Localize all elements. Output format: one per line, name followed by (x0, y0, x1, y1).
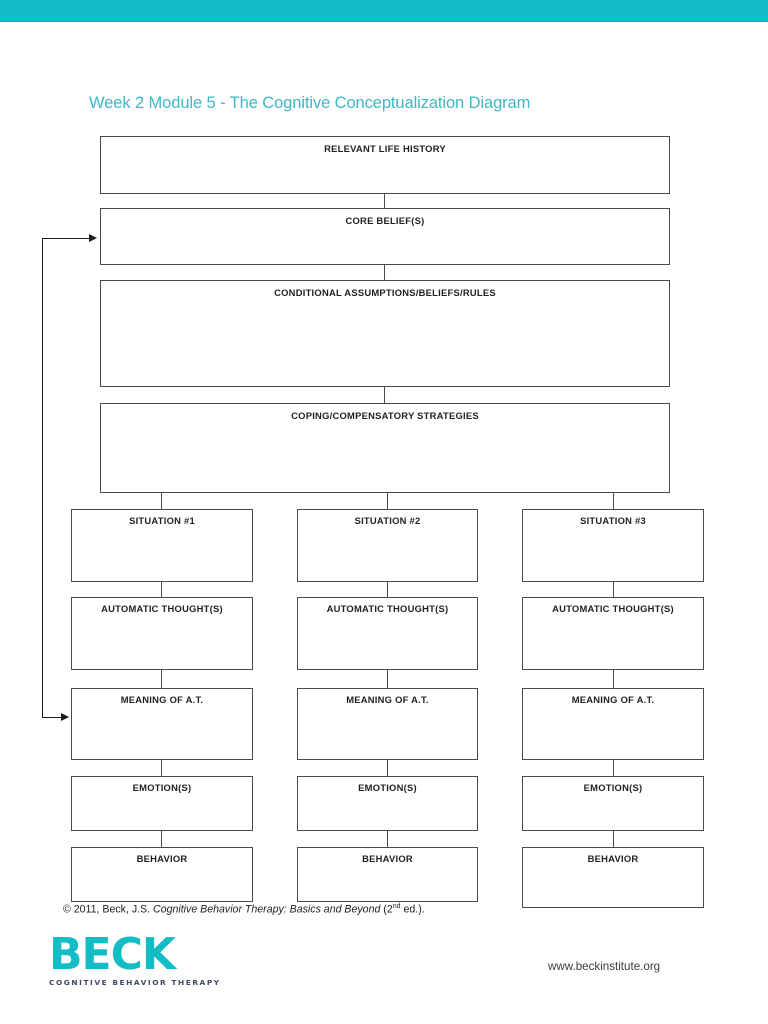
box-conditional-assumptions[interactable]: CONDITIONAL ASSUMPTIONS/BELIEFS/RULES (100, 280, 670, 387)
connector-situation-3-to-automatic-thoughts-3 (613, 582, 615, 597)
box-label: AUTOMATIC THOUGHT(S) (552, 603, 674, 614)
connector-situation-1-to-automatic-thoughts-1 (161, 582, 163, 597)
box-label: MEANING OF A.T. (571, 694, 655, 705)
feedback-arrow-top-segment (42, 238, 90, 240)
connector-automatic-thoughts-2-to-meaning-2 (387, 670, 389, 688)
box-behavior-3[interactable]: BEHAVIOR (522, 847, 704, 908)
box-label: EMOTION(S) (358, 782, 417, 793)
connector-automatic-thoughts-3-to-meaning-3 (613, 670, 615, 688)
box-label: BEHAVIOR (136, 853, 188, 864)
box-meaning-of-at-2[interactable]: MEANING OF A.T. (297, 688, 478, 760)
box-emotions-1[interactable]: EMOTION(S) (71, 776, 253, 831)
connector-meaning-1-to-emotions-1 (161, 760, 163, 776)
box-label: EMOTION(S) (583, 782, 643, 793)
copyright-edition-ordinal: nd (392, 903, 401, 910)
connector-coping-to-situation-2 (387, 493, 389, 509)
box-label: CONDITIONAL ASSUMPTIONS/BELIEFS/RULES (274, 287, 496, 298)
feedback-arrow-vertical-segment (42, 238, 44, 718)
logo-wordmark: BECK (49, 929, 176, 980)
box-situation-3[interactable]: SITUATION #3 (522, 509, 704, 582)
box-label: BEHAVIOR (362, 853, 413, 864)
box-behavior-2[interactable]: BEHAVIOR (297, 847, 478, 902)
box-label: EMOTION(S) (132, 782, 192, 793)
copyright-edition-pre: (2 (380, 903, 393, 916)
box-label: AUTOMATIC THOUGHT(S) (101, 603, 223, 614)
connector-conditional-to-coping (384, 387, 386, 403)
copyright-book-title: Cognitive Behavior Therapy: Basics and B… (153, 903, 381, 916)
connector-core-belief-to-conditional (384, 265, 386, 280)
beck-institute-logo: BECK COGNITIVE BEHAVIOR THERAPY (49, 929, 249, 987)
box-automatic-thoughts-3[interactable]: AUTOMATIC THOUGHT(S) (522, 597, 704, 670)
connector-coping-to-situation-3 (613, 493, 615, 509)
box-label: MEANING OF A.T. (120, 694, 204, 705)
copyright-prefix: © 2011, Beck, J.S. (63, 903, 154, 916)
box-label: SITUATION #3 (580, 515, 646, 526)
feedback-arrow-bottom-segment (42, 717, 62, 719)
logo-tagline: COGNITIVE BEHAVIOR THERAPY (49, 977, 221, 987)
box-situation-2[interactable]: SITUATION #2 (297, 509, 478, 582)
box-meaning-of-at-3[interactable]: MEANING OF A.T. (522, 688, 704, 760)
box-automatic-thoughts-2[interactable]: AUTOMATIC THOUGHT(S) (297, 597, 478, 670)
box-situation-1[interactable]: SITUATION #1 (71, 509, 253, 582)
page-title: Week 2 Module 5 - The Cognitive Conceptu… (89, 94, 531, 112)
box-label: BEHAVIOR (587, 853, 639, 864)
box-automatic-thoughts-1[interactable]: AUTOMATIC THOUGHT(S) (71, 597, 253, 670)
connector-emotions-3-to-behavior-3 (613, 831, 615, 847)
box-label: CORE BELIEF(S) (345, 215, 425, 226)
box-emotions-2[interactable]: EMOTION(S) (297, 776, 478, 831)
connector-emotions-1-to-behavior-1 (161, 831, 163, 847)
website-url: www.beckinstitute.org (548, 960, 661, 973)
connector-coping-to-situation-1 (161, 493, 163, 509)
box-label: SITUATION #1 (129, 515, 195, 526)
top-accent-band (0, 0, 768, 22)
copyright-notice: © 2011, Beck, J.S. Cognitive Behavior Th… (63, 903, 425, 916)
box-label: COPING/COMPENSATORY STRATEGIES (291, 410, 479, 421)
box-meaning-of-at-1[interactable]: MEANING OF A.T. (71, 688, 253, 760)
feedback-arrow-head-meaning-at (61, 713, 69, 721)
box-label: MEANING OF A.T. (346, 694, 429, 705)
box-core-beliefs[interactable]: CORE BELIEF(S) (100, 208, 670, 265)
connector-emotions-2-to-behavior-2 (387, 831, 389, 847)
connector-meaning-2-to-emotions-2 (387, 760, 389, 776)
box-label: AUTOMATIC THOUGHT(S) (326, 603, 449, 614)
box-emotions-3[interactable]: EMOTION(S) (522, 776, 704, 831)
connector-situation-2-to-automatic-thoughts-2 (387, 582, 389, 597)
connector-life-history-to-core-belief (384, 194, 386, 208)
box-label: RELEVANT LIFE HISTORY (324, 143, 446, 154)
connector-meaning-3-to-emotions-3 (613, 760, 615, 776)
box-relevant-life-history[interactable]: RELEVANT LIFE HISTORY (100, 136, 670, 194)
feedback-arrow-head-core-belief (89, 234, 97, 242)
box-behavior-1[interactable]: BEHAVIOR (71, 847, 253, 902)
connector-automatic-thoughts-1-to-meaning-1 (161, 670, 163, 688)
box-label: SITUATION #2 (354, 515, 421, 526)
copyright-edition-post: ed.). (400, 903, 425, 916)
box-coping-strategies[interactable]: COPING/COMPENSATORY STRATEGIES (100, 403, 670, 493)
